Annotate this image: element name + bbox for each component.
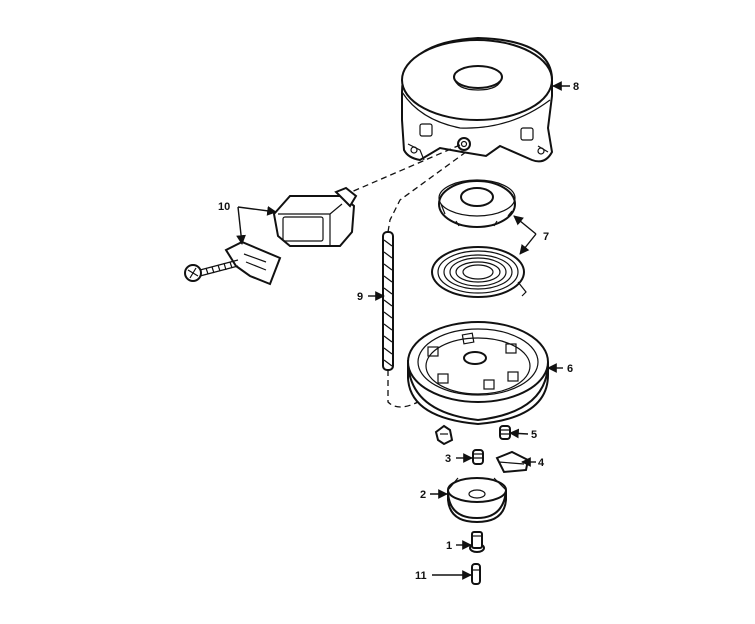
handle-retainer-clip — [224, 240, 282, 286]
callout-4: 4 — [538, 457, 545, 469]
rewind-spring-cup — [438, 179, 516, 228]
handle-screw — [184, 259, 239, 282]
callout-10: 10 — [218, 201, 230, 213]
spring-pin — [471, 563, 481, 585]
brake-spring — [472, 449, 484, 465]
callout-2: 2 — [420, 489, 426, 501]
callout-7: 7 — [543, 231, 549, 243]
pawl-spring — [499, 425, 511, 440]
leader-lines — [236, 81, 570, 580]
callout-9: 9 — [357, 291, 363, 303]
rope-pulley — [407, 321, 549, 426]
callout-3: 3 — [445, 453, 451, 465]
rope-path-line — [387, 370, 419, 408]
pawl-retainer — [434, 424, 454, 446]
callout-1: 1 — [446, 540, 452, 552]
callout-11: 11 — [415, 570, 427, 582]
retainer-cup — [447, 477, 507, 524]
rope-path-line — [341, 144, 461, 197]
starter-housing — [401, 36, 554, 163]
callout-8: 8 — [573, 81, 579, 93]
center-screw — [469, 531, 485, 553]
starter-rope — [382, 231, 394, 371]
callout-5: 5 — [531, 429, 537, 441]
callout-6: 6 — [567, 363, 573, 375]
starter-handle — [272, 186, 358, 247]
rope-path-line — [387, 151, 467, 233]
rewind-spring-coil — [431, 246, 527, 298]
